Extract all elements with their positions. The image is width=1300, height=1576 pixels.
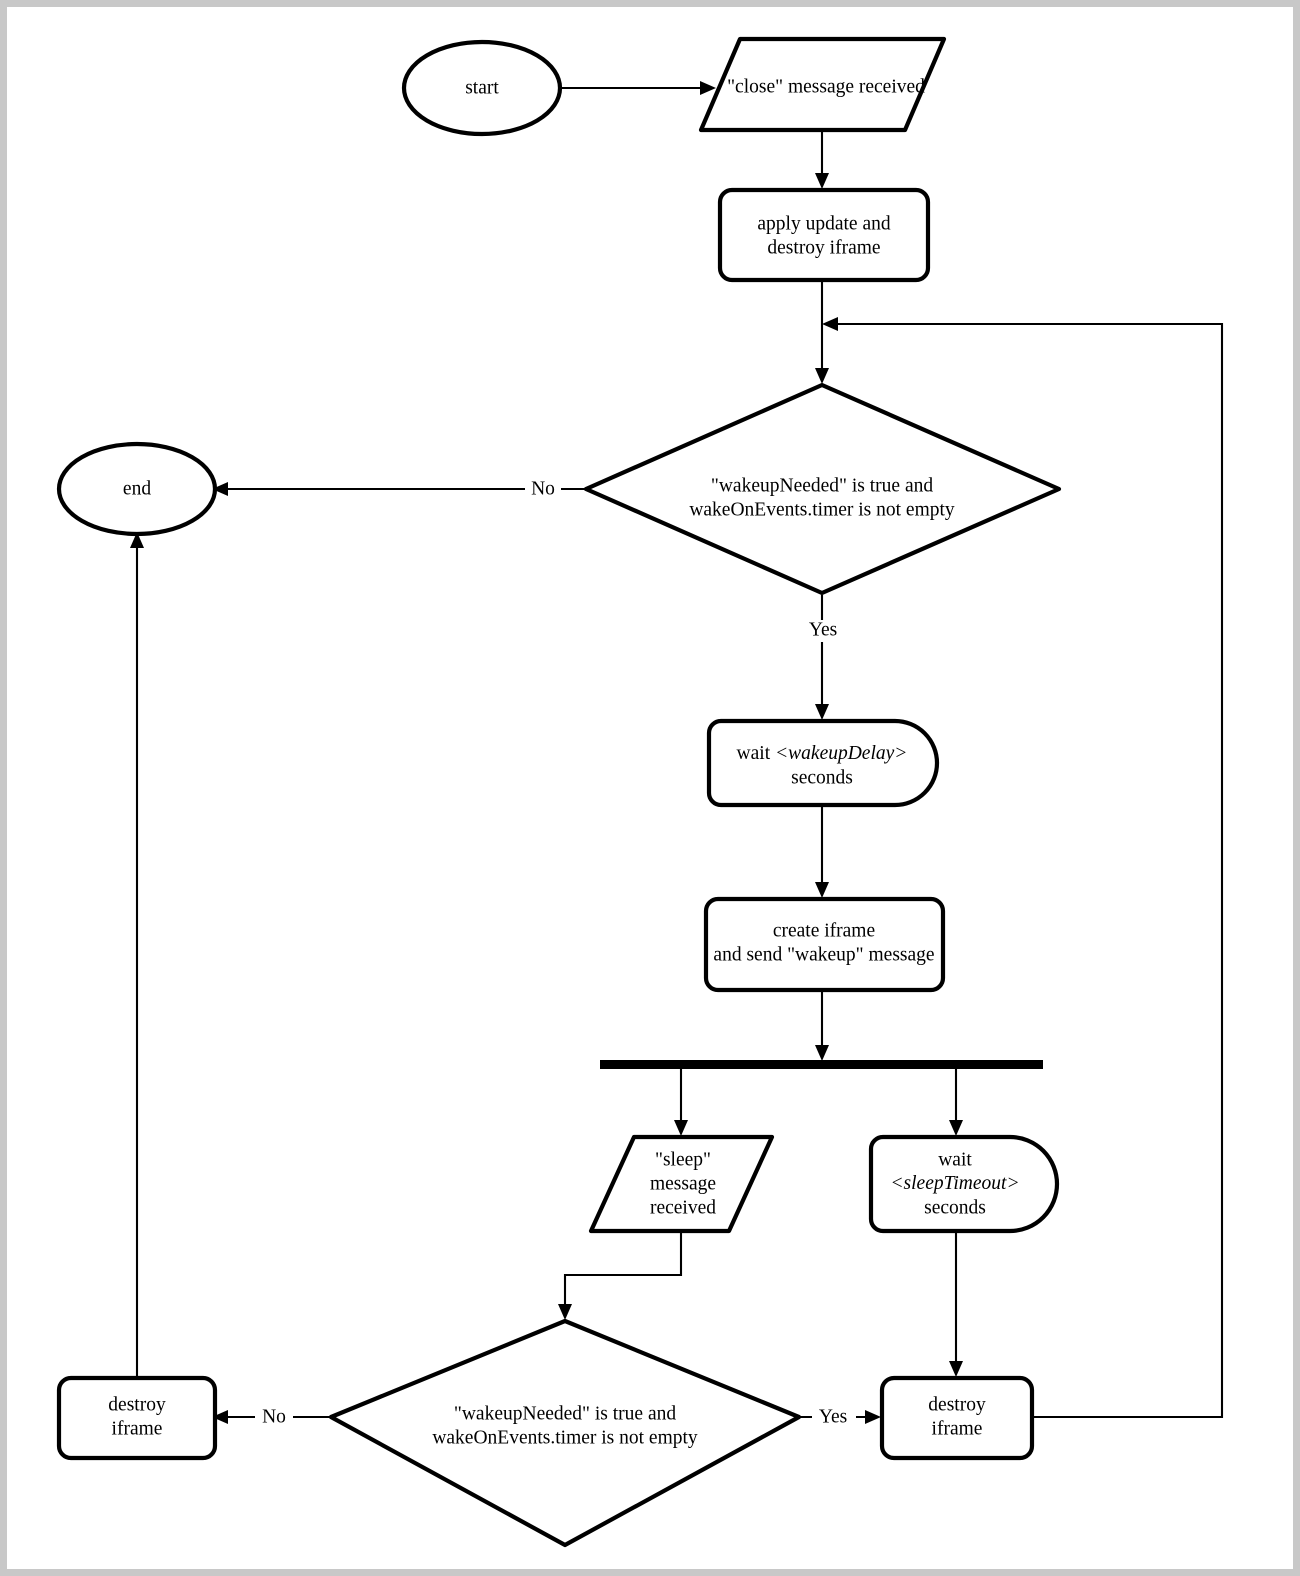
wait-sleep-timeout-line3: seconds: [924, 1197, 986, 1218]
sleep-message-line3: received: [650, 1197, 716, 1218]
wait-sleep-timeout-variable: <sleepTimeout>: [890, 1173, 1019, 1194]
arrowhead-loopback: [822, 317, 838, 331]
edge-loopback-to-decision-top: [835, 322, 1224, 1419]
arrowhead-fork-to-sleep: [674, 1120, 688, 1136]
end-ellipse-shape: [56, 441, 218, 537]
edge-label-top-yes: Yes: [809, 619, 837, 640]
destroy-iframe-right-line2: iframe: [932, 1418, 983, 1439]
fork-bar-shape: [600, 1060, 1043, 1069]
arrowhead-create-to-fork: [815, 1045, 829, 1061]
edge-sleep-to-decision-bottom: [563, 1232, 683, 1308]
sleep-message-line2: message: [650, 1173, 716, 1194]
arrowhead-decision-bottom-yes: [865, 1410, 881, 1424]
close-message-label: "close" message received: [727, 76, 925, 97]
start-ellipse-shape: [401, 39, 563, 137]
destroy-iframe-right-rect-shape: [879, 1375, 1035, 1461]
wait-wakeup-delay-line1: wait <wakeupDelay>: [737, 743, 908, 764]
node-sleep-message[interactable]: "sleep" message received: [588, 1134, 775, 1234]
wait-sleep-timeout-shape: [868, 1134, 1060, 1234]
create-iframe-rect-shape: [703, 896, 946, 993]
node-destroy-iframe-right[interactable]: destroy iframe: [879, 1375, 1035, 1461]
apply-update-line1: apply update and: [757, 213, 890, 234]
arrowhead-wait-sleep-to-destroy-right: [949, 1361, 963, 1377]
arrowhead-fork-to-wait-sleep: [949, 1120, 963, 1136]
node-start[interactable]: start: [401, 39, 563, 137]
node-apply-update[interactable]: apply update and destroy iframe: [717, 187, 931, 283]
end-label: end: [123, 478, 151, 499]
arrowhead-close-to-apply: [815, 173, 829, 189]
edge-label-top-no: No: [531, 478, 555, 499]
node-wait-sleep-timeout[interactable]: wait <sleepTimeout> seconds: [868, 1134, 1060, 1234]
node-wait-wakeup-delay[interactable]: wait <wakeupDelay> seconds: [706, 718, 940, 808]
decision-bottom-line2: wakeOnEvents.timer is not empty: [432, 1427, 698, 1448]
edge-label-bg-bottom-no: [255, 1406, 293, 1428]
connector-layer: No Yes: [130, 81, 1224, 1428]
arrowhead-destroy-left-to-end: [130, 532, 144, 548]
decision-bottom-diamond-shape: [328, 1318, 802, 1548]
destroy-iframe-left-rect-shape: [56, 1375, 218, 1461]
arrowhead-decision-bottom-no: [212, 1410, 228, 1424]
node-destroy-iframe-left[interactable]: destroy iframe: [56, 1375, 218, 1461]
node-fork-bar[interactable]: [600, 1060, 1043, 1069]
decision-top-diamond-shape: [583, 382, 1062, 596]
wait-wakeup-delay-line2: seconds: [791, 767, 853, 788]
edge-label-bg-top-yes: [801, 620, 845, 642]
node-end[interactable]: end: [56, 441, 218, 537]
wait-wakeup-delay-variable: <wakeupDelay>: [775, 743, 907, 764]
arrowhead-start-to-close: [700, 81, 716, 95]
wait-sleep-timeout-line1: wait: [938, 1149, 972, 1170]
create-iframe-line2: and send "wakeup" message: [713, 944, 934, 965]
decision-bottom-line1: "wakeupNeeded" is true and: [454, 1403, 676, 1424]
arrowhead-apply-to-decision-top: [815, 368, 829, 384]
wait-wakeup-delay-shape: [706, 718, 940, 808]
sleep-message-parallelogram-shape: [588, 1134, 775, 1234]
edge-label-bottom-yes: Yes: [819, 1406, 847, 1427]
edge-label-bg-top-no: [525, 478, 561, 500]
sleep-message-line1: "sleep": [655, 1149, 711, 1170]
wait-wakeup-delay-prefix: wait: [737, 743, 775, 764]
apply-update-line2: destroy iframe: [767, 237, 880, 258]
node-decision-bottom[interactable]: "wakeupNeeded" is true and wakeOnEvents.…: [328, 1318, 802, 1548]
node-close-message[interactable]: "close" message received: [698, 36, 947, 133]
edge-label-bottom-no: No: [262, 1406, 286, 1427]
arrowhead-decision-top-no: [212, 482, 228, 496]
arrowhead-decision-top-yes: [815, 704, 829, 720]
wait-sleep-timeout-line2: <sleepTimeout>: [890, 1173, 1019, 1194]
destroy-iframe-right-line1: destroy: [928, 1394, 986, 1415]
edge-label-bg-bottom-yes: [812, 1406, 856, 1428]
node-create-iframe[interactable]: create iframe and send "wakeup" message: [703, 896, 946, 993]
close-message-parallelogram-shape: [698, 36, 947, 133]
destroy-iframe-left-line2: iframe: [112, 1418, 163, 1439]
node-decision-top[interactable]: "wakeupNeeded" is true and wakeOnEvents.…: [583, 382, 1062, 596]
create-iframe-line1: create iframe: [773, 920, 875, 941]
decision-top-line1: "wakeupNeeded" is true and: [711, 475, 933, 496]
decision-top-line2: wakeOnEvents.timer is not empty: [689, 499, 955, 520]
start-label: start: [465, 77, 499, 98]
arrowhead-wait-to-create: [815, 882, 829, 898]
destroy-iframe-left-line1: destroy: [108, 1394, 166, 1415]
arrowhead-sleep-to-decision-bottom: [558, 1304, 572, 1320]
apply-update-rect-shape: [717, 187, 931, 283]
